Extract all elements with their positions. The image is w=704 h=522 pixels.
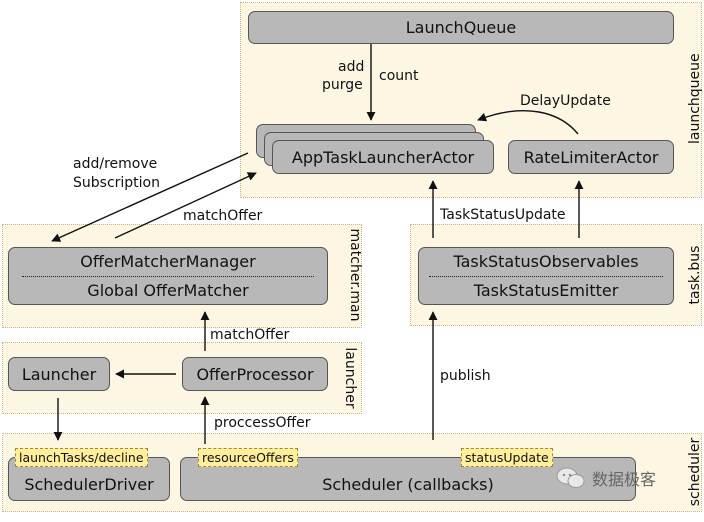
launch-tasks-decline-tag: launchTasks/decline	[15, 448, 148, 467]
task-status-emitter-label: TaskStatusEmitter	[473, 280, 619, 300]
label-match-offer-mid: matchOffer	[210, 327, 290, 343]
label-subscription: Subscription	[73, 175, 160, 191]
chat-bubbles-icon	[556, 467, 585, 488]
label-purge: purge	[322, 77, 363, 93]
scheduler-label: Scheduler (callbacks)	[322, 475, 494, 494]
watermark: 数据极客	[556, 466, 656, 490]
label-add-remove: add/remove	[73, 156, 158, 172]
scheduler-driver-label: SchedulerDriver	[24, 475, 154, 494]
label-count: count	[379, 68, 419, 84]
label-match-offer-top: matchOffer	[183, 208, 263, 224]
launcher-box: Launcher	[8, 357, 110, 391]
offer-processor-box: OfferProcessor	[182, 357, 328, 391]
label-add: add	[338, 59, 365, 75]
label-delay-update: DelayUpdate	[520, 93, 611, 109]
rate-limiter-actor-box: RateLimiterActor	[508, 140, 674, 174]
offer-matcher-manager-label: OfferMatcherManager	[80, 252, 256, 272]
task-status-divider	[429, 275, 663, 277]
watermark-text: 数据极客	[592, 470, 657, 489]
task-status-observables-label: TaskStatusObservables	[453, 252, 639, 272]
resource-offers-tag: resourceOffers	[198, 448, 298, 467]
label-publish: publish	[440, 368, 491, 384]
global-offer-matcher-label: Global OfferMatcher	[87, 280, 249, 300]
task-status-box: TaskStatusObservables TaskStatusEmitter	[418, 247, 674, 305]
app-task-launcher-actor-box: AppTaskLauncherActor	[272, 140, 494, 174]
label-task-status-update: TaskStatusUpdate	[440, 207, 566, 223]
arrow-delay-update	[477, 110, 579, 135]
offer-matcher-box: OfferMatcherManager Global OfferMatcher	[8, 247, 328, 305]
arrow-add-remove-subscription	[51, 152, 249, 242]
label-process-offer: proccessOffer	[214, 415, 311, 431]
launch-queue-box: LaunchQueue	[248, 11, 674, 44]
status-update-tag: statusUpdate	[461, 448, 553, 467]
arrow-match-offer-to-actor	[114, 172, 257, 239]
offer-matcher-divider	[21, 275, 315, 277]
